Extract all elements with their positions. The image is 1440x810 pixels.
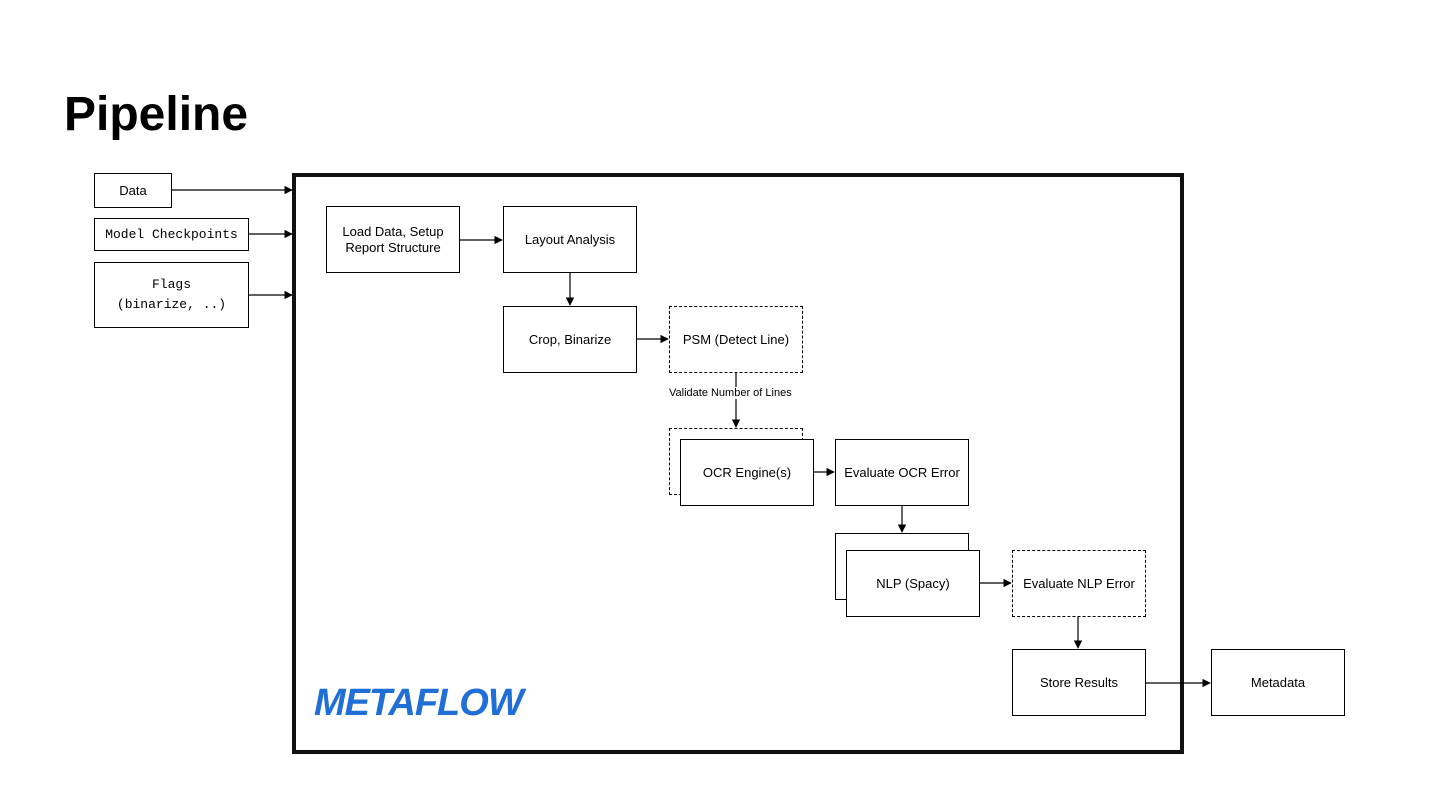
node-psm: PSM (Detect Line)	[669, 306, 803, 373]
node-load-data-label: Load Data, Setup Report Structure	[342, 223, 444, 255]
input-flags: Flags (binarize, ..)	[94, 262, 249, 328]
node-store-results-label: Store Results	[1039, 674, 1119, 690]
node-store-results: Store Results	[1012, 649, 1146, 716]
node-ocr-engine: OCR Engine(s)	[680, 439, 814, 506]
metaflow-logo: METAFLOW	[314, 682, 524, 724]
node-metadata-label: Metadata	[1250, 674, 1306, 690]
input-flags-label: Flags	[151, 277, 191, 292]
pipeline-frame	[292, 173, 1184, 754]
node-layout-analysis: Layout Analysis	[503, 206, 637, 273]
edge-label-validate-lines: Validate Number of Lines	[667, 387, 794, 399]
node-metadata: Metadata	[1211, 649, 1345, 716]
input-flags-detail: (binarize, ..)	[116, 297, 227, 312]
node-evaluate-nlp: Evaluate NLP Error	[1012, 550, 1146, 617]
input-model-checkpoints-label: Model Checkpoints	[105, 226, 238, 242]
node-crop-binarize: Crop, Binarize	[503, 306, 637, 373]
node-psm-label: PSM (Detect Line)	[682, 331, 790, 347]
node-nlp-spacy-label: NLP (Spacy)	[876, 575, 950, 591]
node-evaluate-ocr: Evaluate OCR Error	[835, 439, 969, 506]
node-crop-binarize-label: Crop, Binarize	[528, 331, 612, 347]
input-data: Data	[94, 173, 172, 208]
node-evaluate-nlp-label: Evaluate NLP Error	[1023, 575, 1135, 591]
page-title: Pipeline	[64, 88, 249, 141]
node-nlp-spacy: NLP (Spacy)	[846, 550, 980, 617]
node-evaluate-ocr-label: Evaluate OCR Error	[844, 464, 960, 480]
node-layout-analysis-label: Layout Analysis	[524, 231, 616, 247]
node-ocr-engine-label: OCR Engine(s)	[702, 464, 792, 480]
input-model-checkpoints: Model Checkpoints	[94, 218, 249, 251]
node-load-data: Load Data, Setup Report Structure	[326, 206, 460, 273]
input-data-label: Data	[119, 182, 147, 198]
